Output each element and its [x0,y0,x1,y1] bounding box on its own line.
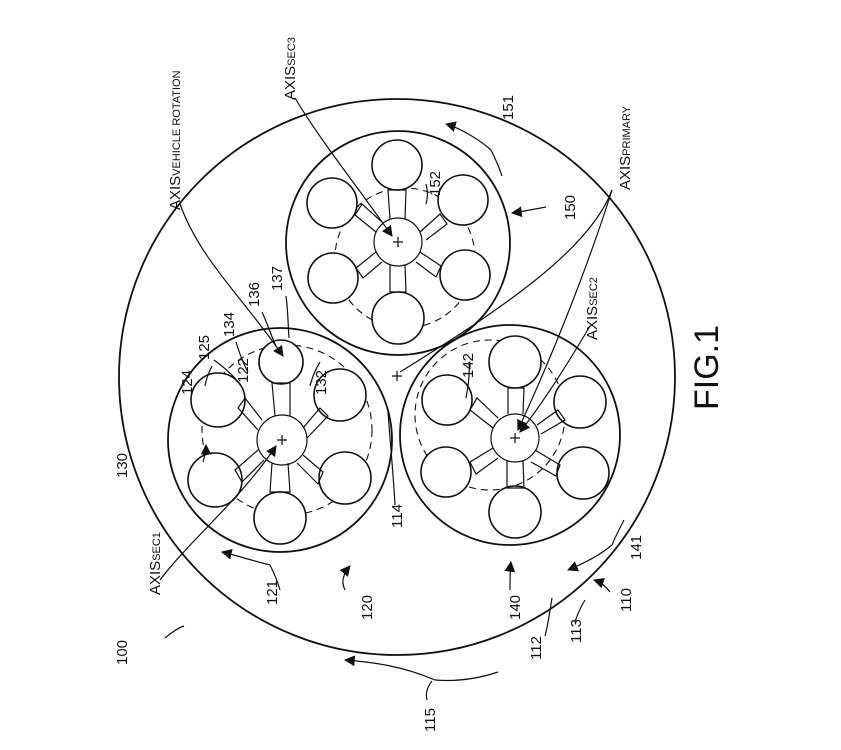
ref-113: 113 [568,619,585,643]
ref-152: 152 [427,171,444,196]
secondary-assembly-2 [399,324,621,546]
secondary-assembly-3 [285,130,511,356]
ref-124: 124 [179,370,196,395]
ref-112: 112 [528,636,545,660]
ref-141: 141 [628,535,645,560]
ref-150: 150 [562,195,579,220]
ref-121: 121 [264,580,281,605]
axis-sec3-label: AXISSEC3 [282,37,299,100]
ref-115: 115 [422,708,439,732]
ref-100: 100 [114,640,131,665]
secondary-assembly-1 [167,327,393,553]
ref-140: 140 [507,595,524,620]
ref-137: 137 [269,266,286,291]
figure-caption: FIG.1 [688,325,726,410]
ref-122: 122 [235,358,252,383]
axis-labels: AXISVEHICLE ROTATION AXISSEC3 AXISPRIMAR… [147,37,634,595]
ref-151: 151 [500,95,517,120]
primary-disc [118,98,676,656]
ref-120: 120 [359,595,376,620]
axis-sec1-label: AXISSEC1 [147,532,164,595]
leader-lines [159,97,625,701]
axis-primary-label: AXISPRIMARY [617,105,634,190]
axis-sec2-label: AXISSEC2 [584,277,601,340]
ref-125: 125 [196,335,213,360]
reference-numerals: 100 110 112 113 114 115 120 121 122 124 … [114,95,645,732]
ref-136: 136 [246,282,263,307]
axis-vehicle-rotation-label: AXISVEHICLE ROTATION [167,70,184,210]
ref-142: 142 [460,353,477,378]
axis-crosses [277,237,520,445]
ref-134: 134 [221,312,238,337]
ref-132: 132 [313,370,330,395]
ref-130: 130 [114,453,131,478]
ref-110: 110 [618,588,635,612]
ref-114: 114 [389,504,406,528]
